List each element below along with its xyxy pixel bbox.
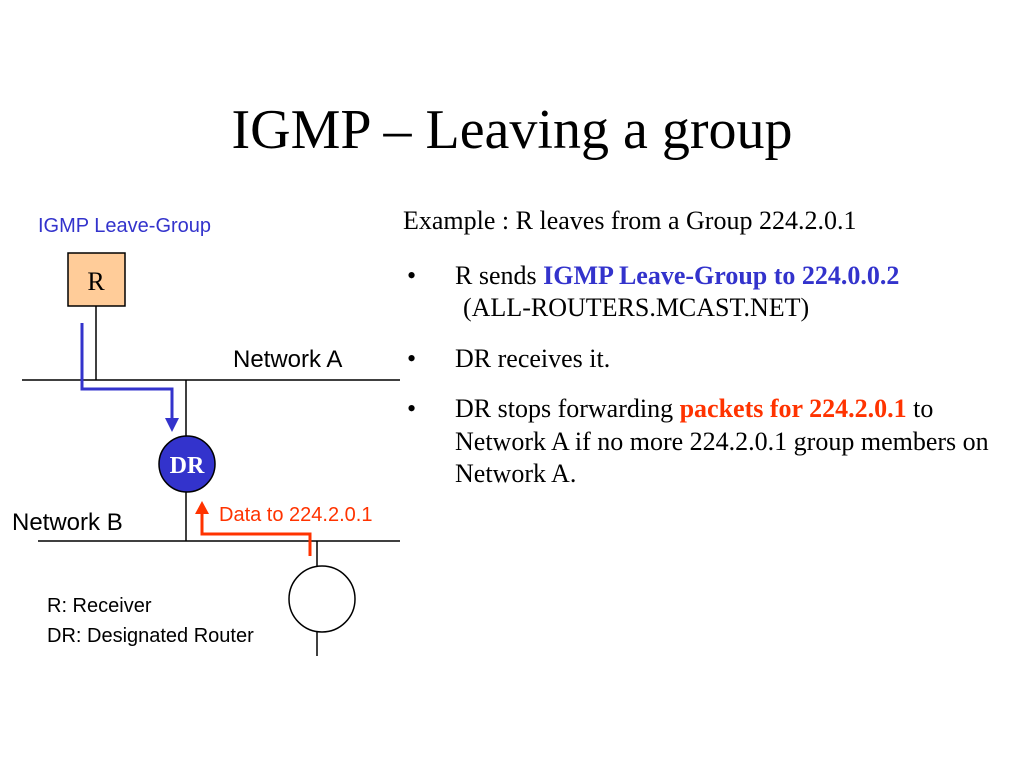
bullet-dot: •	[407, 260, 417, 290]
leave-group-arrowhead	[165, 418, 179, 432]
dr-label: DR	[170, 453, 205, 479]
bullet-item-receive: • DR receives it.	[403, 343, 1003, 376]
host-node	[288, 565, 356, 633]
bullet1-highlight: IGMP Leave-Group to 224.0.0.2	[543, 260, 900, 290]
bullet3-highlight: packets for 224.2.0.1	[679, 394, 907, 423]
network-b-label: Network B	[12, 509, 123, 536]
leave-group-label: IGMP Leave-Group	[38, 215, 211, 237]
bullet1-prefix: R sends	[455, 260, 544, 290]
legend-receiver: R: Receiver	[47, 595, 152, 617]
dr-node	[158, 435, 216, 493]
example-line: Example : R leaves from a Group 224.2.0.…	[403, 206, 857, 235]
data-arrow	[200, 512, 312, 556]
slide-title: IGMP – Leaving a group	[231, 99, 793, 161]
leave-group-arrow	[80, 323, 174, 420]
bullet1-suffix: (ALL-ROUTERS.MCAST.NET)	[463, 293, 810, 322]
bullet-item-stop: • DR stops forwarding packets for 224.2.…	[403, 393, 1003, 491]
network-a-label: Network A	[233, 346, 342, 373]
text-panel: Example : R leaves from a Group 224.2.0.…	[403, 205, 1003, 509]
bullet-item-leave: • R sends IGMP Leave-Group to 224.0.0.2 …	[403, 260, 1003, 325]
legend-dr: DR: Designated Router	[47, 625, 254, 647]
bullet3-prefix: DR stops forwarding	[455, 394, 680, 423]
data-arrowhead	[195, 501, 209, 514]
receiver-box	[67, 252, 126, 307]
bullet-dot: •	[407, 394, 417, 423]
bullet3-suffix: to Network A if no more 224.2.0.1 group …	[455, 394, 989, 488]
data-label: Data to 224.2.0.1	[219, 504, 372, 526]
receiver-label: R	[87, 267, 105, 296]
bullet2-text: DR receives it.	[455, 343, 611, 373]
bullet-dot: •	[407, 343, 417, 373]
